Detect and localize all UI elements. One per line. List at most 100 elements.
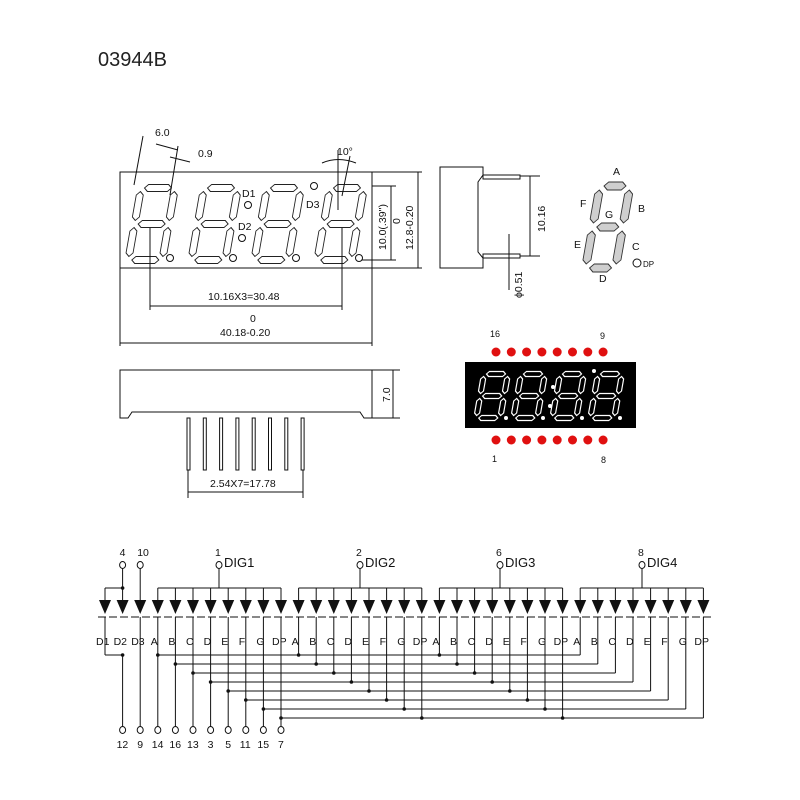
diode-label: D3 bbox=[131, 636, 145, 648]
pin-dot-top bbox=[506, 347, 516, 357]
pin-number: 14 bbox=[152, 739, 164, 751]
dim-line bbox=[133, 135, 144, 186]
diode-label: E bbox=[362, 636, 369, 648]
segment-label-b: B bbox=[638, 203, 645, 215]
diode-symbol bbox=[662, 600, 675, 614]
diode-label: G bbox=[679, 636, 687, 648]
diode-label: F bbox=[520, 636, 526, 648]
junction-dot bbox=[525, 698, 530, 702]
dim-slant-angle: 10° bbox=[337, 146, 353, 158]
segment-a bbox=[603, 181, 627, 191]
junction-dot bbox=[490, 680, 495, 684]
junction-dot bbox=[437, 653, 442, 657]
pin-terminal bbox=[119, 561, 127, 569]
pin-label-8: 8 bbox=[601, 455, 606, 465]
pin-number: 11 bbox=[240, 739, 251, 751]
pin-terminal bbox=[171, 726, 179, 734]
diode-symbol bbox=[222, 600, 235, 614]
pin-number: 15 bbox=[257, 739, 269, 751]
segment-f bbox=[589, 189, 604, 224]
decimal-point-dot bbox=[355, 254, 363, 262]
pin-label-9: 9 bbox=[600, 331, 605, 341]
segment-c bbox=[612, 230, 626, 265]
pin-dot-top bbox=[552, 347, 562, 357]
diode-label: C bbox=[186, 636, 194, 648]
segment-f bbox=[257, 190, 270, 222]
side-view-body bbox=[439, 166, 484, 269]
diode-label: C bbox=[327, 636, 335, 648]
segment-e bbox=[510, 397, 520, 417]
diode-symbol bbox=[380, 600, 393, 614]
diode-symbol bbox=[415, 600, 428, 614]
pin-dot-bottom bbox=[491, 435, 501, 445]
segment-d bbox=[320, 256, 349, 264]
pin-dot-bottom bbox=[568, 435, 577, 445]
pin-dot-bottom bbox=[598, 435, 608, 445]
segment-b bbox=[619, 189, 634, 224]
label-d1: D1 bbox=[242, 188, 256, 200]
segment-d bbox=[514, 414, 536, 422]
digit-common-label: DIG3 bbox=[505, 555, 535, 570]
segment-g bbox=[518, 392, 540, 400]
diode-symbol bbox=[275, 600, 287, 614]
label-d2: D2 bbox=[238, 221, 252, 233]
diode-symbol bbox=[521, 600, 534, 614]
segment-a bbox=[599, 370, 621, 378]
diode-symbol bbox=[345, 600, 358, 614]
segment-d bbox=[194, 256, 223, 264]
segment-f bbox=[591, 375, 601, 395]
segment-e bbox=[125, 226, 138, 258]
junction-dot bbox=[560, 716, 565, 720]
front-view: D1 D2 D3 6.0 0.9 10° 10.0(.39'') 0 12.8-… bbox=[119, 127, 422, 346]
junction-dot bbox=[420, 716, 424, 720]
pin-lead bbox=[268, 417, 272, 471]
pin-number: 7 bbox=[278, 739, 284, 751]
segment-b bbox=[577, 375, 587, 395]
pin-dot-bottom bbox=[522, 435, 532, 445]
pin-number: 3 bbox=[208, 739, 214, 751]
segment-f bbox=[320, 190, 333, 222]
seven-segment-digit bbox=[473, 370, 511, 422]
front-view-outline bbox=[119, 171, 373, 269]
junction-dot bbox=[543, 707, 547, 711]
diode-symbol bbox=[363, 600, 375, 614]
pin-lead bbox=[251, 417, 256, 471]
diode-symbol bbox=[257, 600, 270, 614]
junction-dot bbox=[261, 707, 266, 711]
dim-segment-gap: 0.9 bbox=[198, 148, 213, 160]
pin-number: 6 bbox=[496, 547, 502, 559]
diode-symbol bbox=[627, 600, 639, 614]
segment-label-d: D bbox=[599, 273, 607, 285]
diode-symbol bbox=[310, 600, 323, 614]
pin-dot-top bbox=[522, 347, 532, 357]
seven-segment-digit bbox=[549, 370, 587, 422]
digit-common-label: DIG2 bbox=[365, 555, 395, 570]
segment-c bbox=[285, 226, 298, 258]
decimal-point-dot bbox=[166, 254, 174, 262]
segment-d bbox=[591, 414, 613, 422]
dim-arrow bbox=[155, 143, 179, 151]
diode-label: D bbox=[204, 636, 212, 648]
dim-line bbox=[169, 145, 179, 196]
diode-label: F bbox=[661, 636, 667, 648]
pin-number: 4 bbox=[120, 547, 126, 559]
digit-common-label: DIG1 bbox=[224, 555, 254, 570]
diode-label: DP bbox=[413, 636, 428, 648]
segment-g bbox=[596, 222, 620, 232]
d1-dot bbox=[244, 201, 252, 209]
segment-label-e: E bbox=[574, 239, 581, 251]
segment-g bbox=[137, 220, 166, 228]
junction-dot bbox=[156, 653, 160, 657]
decimal-point-dot bbox=[292, 254, 300, 262]
side-pin-top bbox=[482, 174, 521, 180]
segment-e bbox=[251, 226, 264, 258]
segment-c bbox=[159, 226, 172, 258]
diode-label: A bbox=[432, 636, 439, 648]
diode-label: A bbox=[573, 636, 580, 648]
diode-label: E bbox=[644, 636, 651, 648]
segment-b bbox=[354, 190, 367, 222]
dim-arrow bbox=[169, 156, 191, 163]
junction-dot bbox=[314, 662, 319, 666]
diode-symbol bbox=[486, 600, 499, 614]
pin-dot-bottom bbox=[506, 435, 516, 445]
